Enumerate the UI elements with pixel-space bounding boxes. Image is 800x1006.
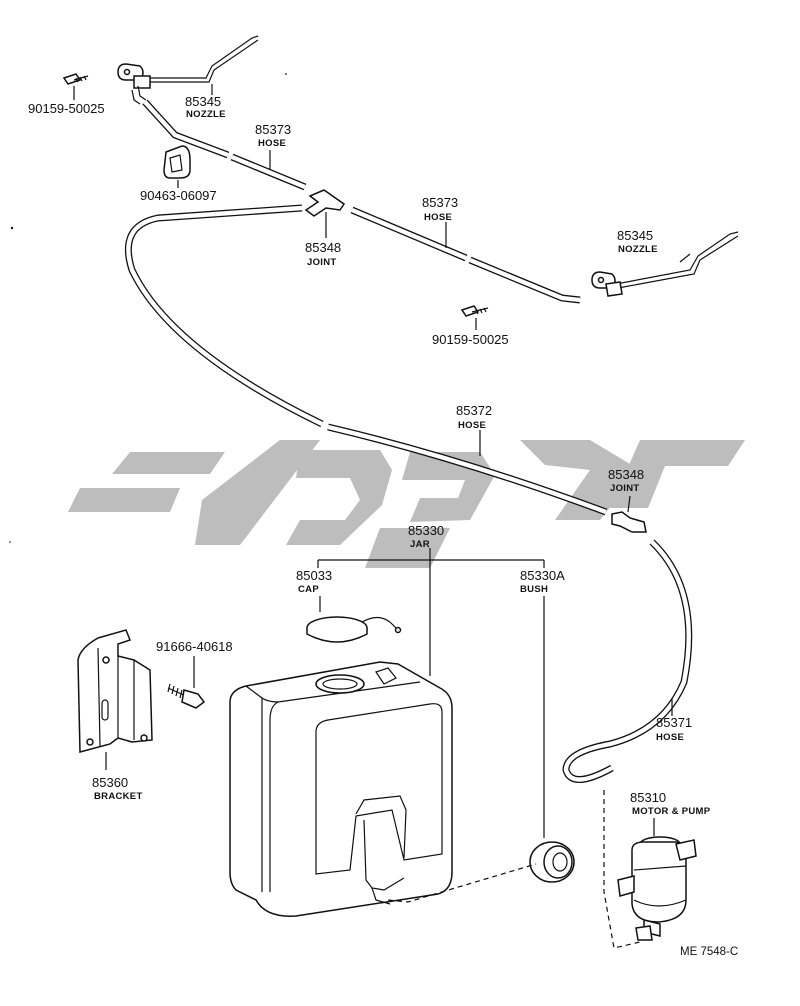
hose-pump [562,539,693,783]
hose-pump-name: HOSE [656,732,684,743]
joint-upper [304,189,346,238]
hose-upper-left-pn: 85373 [255,122,291,137]
bracket-pn: 85360 [92,775,128,790]
hose-upper-right-pn: 85373 [422,195,458,210]
joint-upper-pn: 85348 [305,240,341,255]
screw-right-pn: 90159-50025 [432,332,509,347]
jar [229,661,453,917]
cap [306,616,402,643]
joint-lower [611,495,647,533]
cap-pn: 85033 [296,568,332,583]
screw-left [62,73,89,100]
hose-long-pn: 85372 [456,403,492,418]
motor-pump [617,836,697,941]
bolt-pn: 91666-40618 [156,639,233,654]
nozzle-right-pn: 85345 [617,228,653,243]
clip-pn: 90463-06097 [140,188,217,203]
bolt [167,683,206,709]
nozzle-right [591,231,739,297]
hose-pump-pn: 85371 [656,715,692,730]
watermark-logo [68,440,745,568]
bush-pn: 85330A [520,568,565,583]
cap-name: CAP [298,584,319,595]
screw-right [460,305,489,330]
joint-upper-name: JOINT [307,257,336,268]
nozzle-left-pn: 85345 [185,94,221,109]
screw-left-pn: 90159-50025 [28,101,105,116]
nozzle-right-name: NOZZLE [618,244,658,255]
bracket [77,629,153,770]
hose-long-name: HOSE [458,420,486,431]
bush-name: BUSH [520,584,548,595]
bush [529,841,575,883]
clip [163,145,191,188]
jar-name: JAR [410,539,430,550]
motor-name: MOTOR & PUMP [632,806,711,817]
hose-upper-right [350,206,581,304]
joint-lower-pn: 85348 [608,467,644,482]
nozzle-left [117,35,259,105]
hose-upper-right-name: HOSE [424,212,452,223]
motor-pn: 85310 [630,790,666,805]
reference-code: ME 7548-C [680,946,738,958]
bracket-name: BRACKET [94,791,143,802]
hose-upper-left [142,99,307,191]
jar-pn: 85330 [408,523,444,538]
hose-upper-left-name: HOSE [258,138,286,149]
joint-lower-name: JOINT [610,483,639,494]
hose-long [124,204,608,516]
nozzle-left-name: NOZZLE [186,109,226,120]
